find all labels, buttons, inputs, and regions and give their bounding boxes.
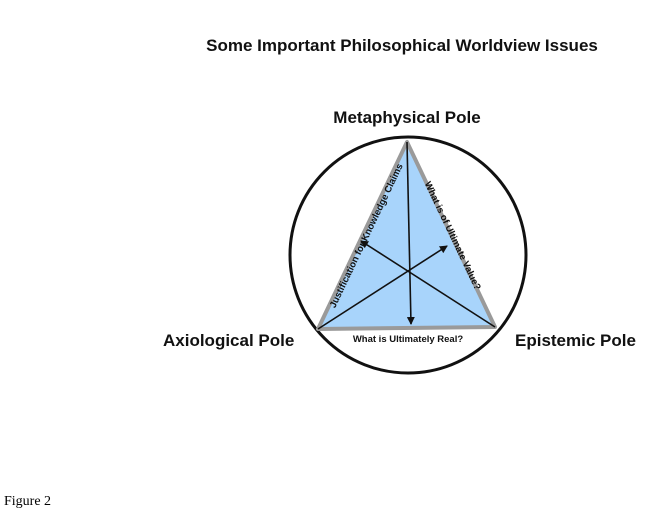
pole-epistemic: Epistemic Pole bbox=[515, 331, 636, 350]
diagram-title: Some Important Philosophical Worldview I… bbox=[206, 36, 598, 55]
figure-caption: Figure 2 bbox=[4, 494, 52, 509]
side-label-bottom: What is Ultimately Real? bbox=[353, 334, 464, 345]
pole-metaphysical: Metaphysical Pole bbox=[333, 108, 480, 127]
pole-axiological: Axiological Pole bbox=[163, 331, 294, 350]
arrow-axiological bbox=[317, 245, 448, 330]
arrow-epistemic bbox=[360, 240, 496, 328]
arrow-metaphysical bbox=[406, 141, 415, 325]
outer-circle bbox=[288, 135, 528, 375]
worldview-triangle bbox=[316, 140, 497, 331]
